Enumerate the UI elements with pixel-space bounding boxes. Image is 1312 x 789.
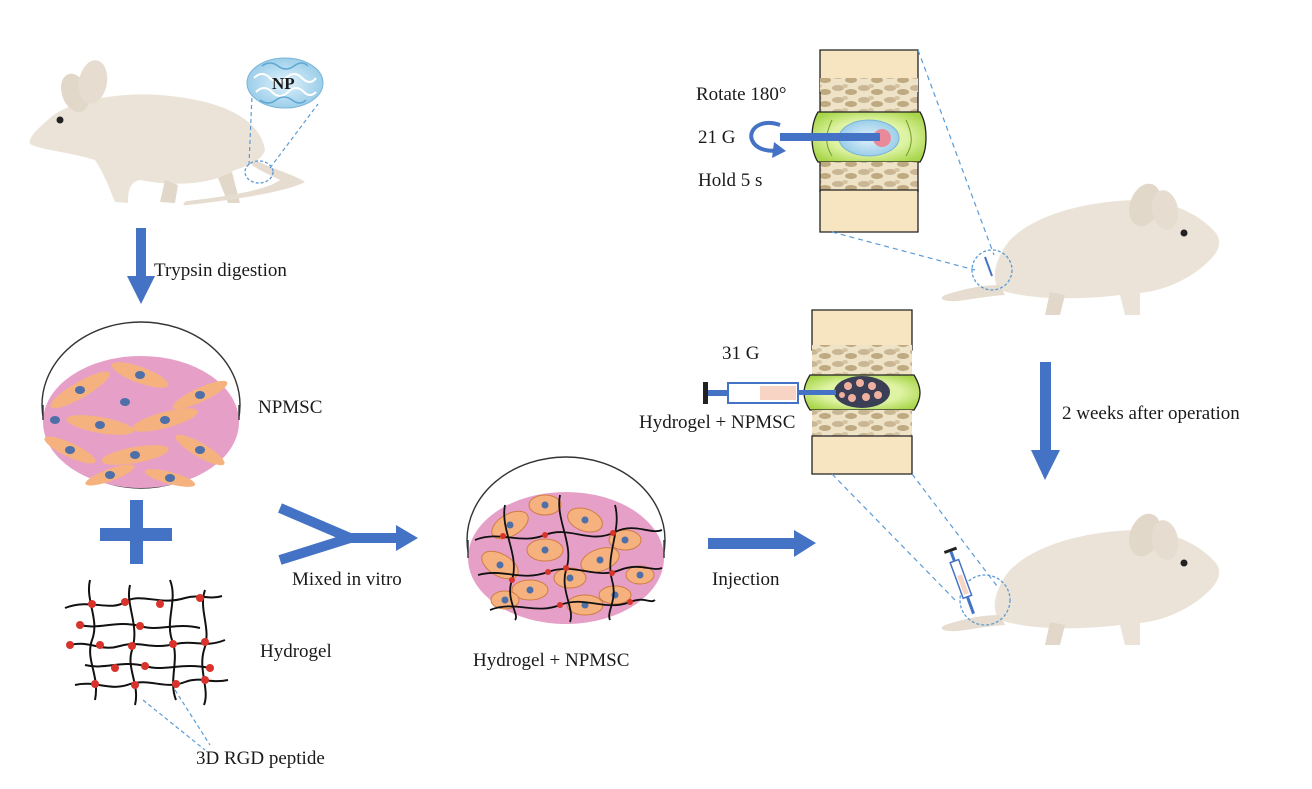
injection-label: Injection [712, 569, 780, 590]
arrow-injection [708, 530, 816, 557]
arrow-trypsin [127, 228, 155, 304]
disc-injection-lines [831, 473, 1001, 601]
arrow-two-weeks [1031, 362, 1060, 480]
plus-icon [100, 500, 172, 564]
two-weeks-label: 2 weeks after operation [1062, 403, 1240, 424]
disc-injection [703, 309, 921, 475]
needle-31g-label: 31 G [722, 343, 760, 364]
rgd-label: 3D RGD peptide [196, 748, 325, 769]
npmsc-dish [41, 321, 241, 489]
np-zoom [246, 57, 324, 109]
hold-label: Hold 5 s [698, 170, 763, 191]
np-zoom-label: NP [272, 74, 295, 93]
rat-punctured [941, 183, 1220, 315]
hydrogel-npmsc-dish-label: Hydrogel + NPMSC [473, 650, 630, 671]
rgd-peptide-dots [66, 594, 214, 689]
hydrogel-npmsc-syringe-label: Hydrogel + NPMSC [639, 412, 796, 433]
disc-puncture [749, 49, 927, 233]
disc-puncture-lines [831, 49, 995, 271]
needle-21g-label: 21 G [698, 127, 736, 148]
hydrogel-npmsc-dish [466, 456, 666, 624]
arrow-mix [278, 503, 418, 565]
rat-donor [29, 60, 319, 206]
rat-treated [941, 513, 1220, 645]
mixed-label: Mixed in vitro [292, 569, 402, 590]
hydrogel-label: Hydrogel [260, 641, 332, 662]
rgd-pointer-lines [142, 689, 211, 751]
rotate-label: Rotate 180° [696, 84, 787, 105]
trypsin-label: Trypsin digestion [154, 260, 287, 281]
npmsc-label: NPMSC [258, 397, 323, 418]
